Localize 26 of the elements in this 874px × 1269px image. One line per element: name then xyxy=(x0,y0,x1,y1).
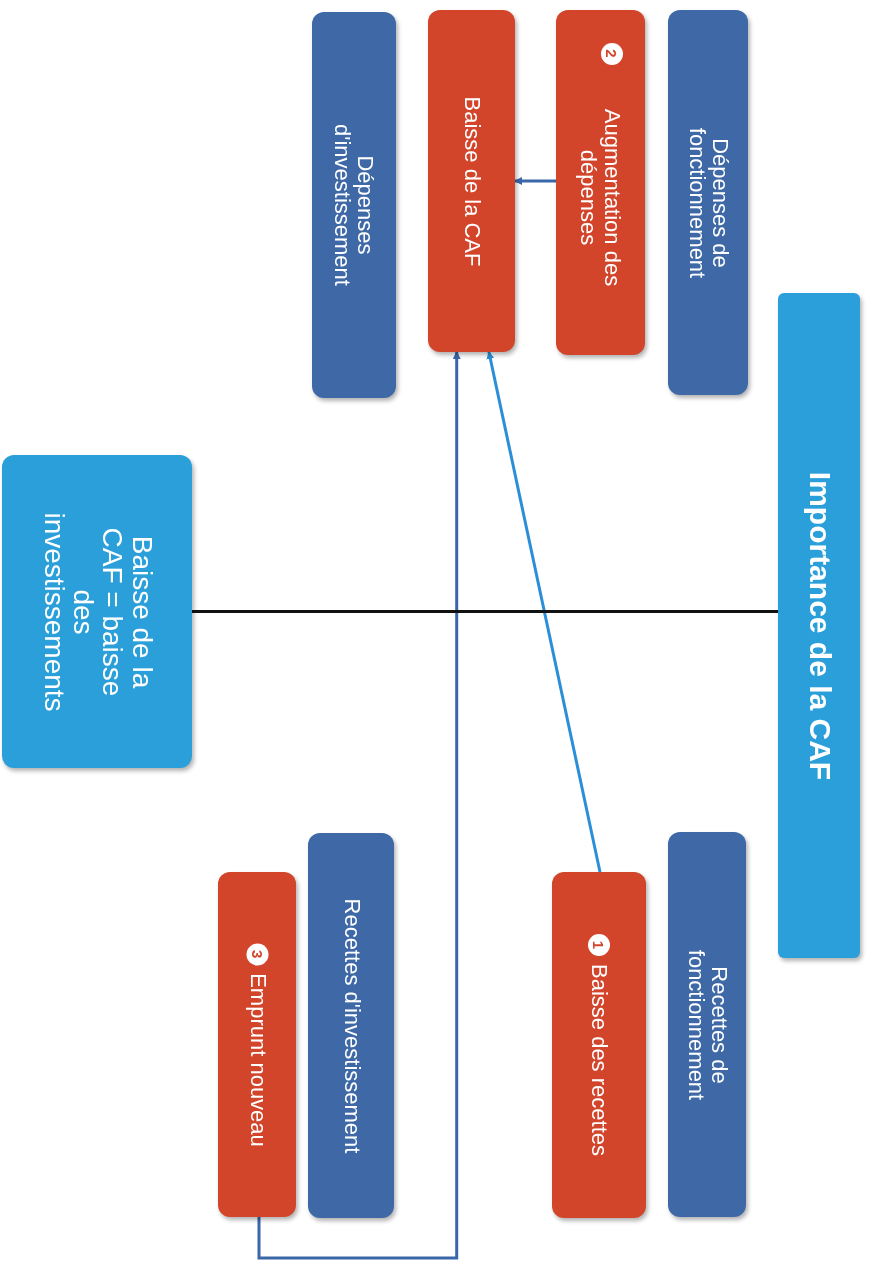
connector-arrow xyxy=(257,351,461,1260)
box-label: Baisse de la CAF = baisse des investissements xyxy=(38,510,156,714)
connector-arrow xyxy=(514,177,556,185)
box-label: Recettes d'investissement xyxy=(339,898,363,1153)
category-box xyxy=(668,10,748,395)
step-number: 3 xyxy=(245,942,268,965)
category-box xyxy=(308,833,394,1218)
cause-box xyxy=(218,872,296,1217)
box-label: Dépenses d'investissement xyxy=(330,123,378,288)
step-number: 2 xyxy=(600,42,623,65)
cause-box xyxy=(428,10,515,352)
conclusion-box xyxy=(2,455,192,768)
connector-arrow xyxy=(486,351,602,873)
cause-box xyxy=(552,872,646,1218)
title-banner xyxy=(778,293,860,958)
box-label: Emprunt nouveau xyxy=(245,972,269,1147)
cause-box xyxy=(556,10,645,355)
box-label: Augmentation des dépenses xyxy=(577,107,624,289)
title-text: Importance de la CAF xyxy=(803,471,835,780)
category-box xyxy=(312,12,396,398)
box-label: Dépenses de fonctionnement xyxy=(684,126,732,280)
step-number: 1 xyxy=(587,934,610,956)
box-label: Recettes de fonctionnement xyxy=(683,948,731,1102)
box-label: Baisse des recettes xyxy=(587,964,611,1156)
box-label: Baisse de la CAF xyxy=(459,96,484,266)
category-box xyxy=(668,832,746,1217)
